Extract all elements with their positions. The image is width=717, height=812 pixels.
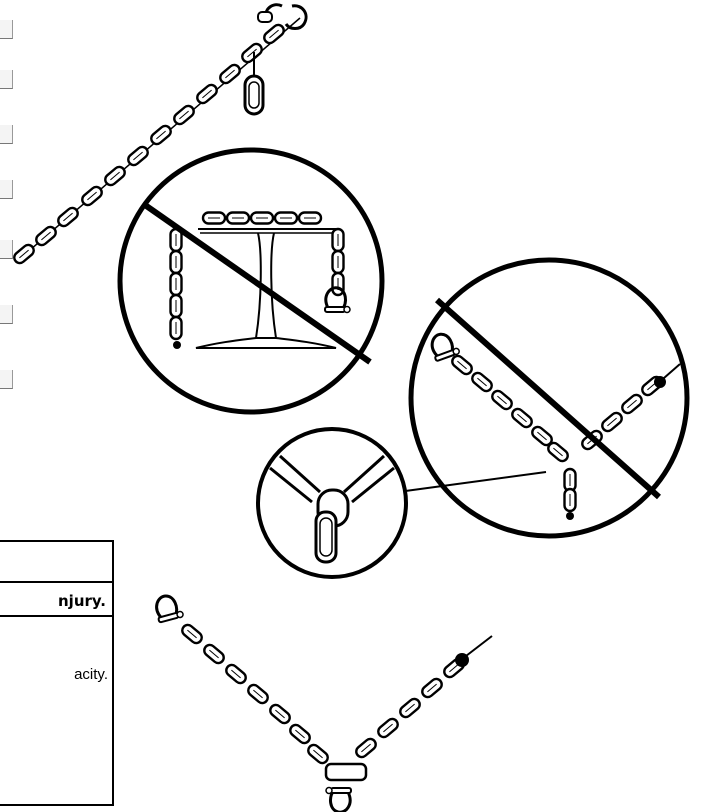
shackle-icon [153, 593, 184, 623]
warning-heading: njury. [58, 592, 106, 610]
warning-body-text: acity. [74, 666, 108, 683]
shackle-icon [326, 788, 351, 812]
chain-link [103, 165, 127, 188]
chain-link [80, 185, 104, 208]
chain-link [262, 23, 286, 46]
chain-end-icon [173, 341, 181, 349]
double-leg-sling-illustration [153, 593, 492, 812]
chain-end-icon [566, 512, 574, 520]
hook-icon [258, 5, 306, 29]
chain-link [171, 251, 182, 273]
chain-link [565, 489, 576, 511]
chain-link [56, 206, 80, 229]
chain-link [34, 225, 58, 248]
chain-link [171, 295, 182, 317]
chain-link [306, 743, 330, 766]
chain-link [299, 213, 321, 224]
chain-link [398, 697, 422, 720]
chain-link [12, 243, 36, 266]
chain-link [246, 683, 270, 706]
chain-link [203, 213, 225, 224]
chain-link [333, 251, 344, 273]
warning-box: njury. acity. [0, 540, 114, 806]
master-link-icon [245, 76, 263, 114]
chain-link [126, 145, 150, 168]
chain-link [420, 677, 444, 700]
chain-link [565, 469, 576, 491]
chain-link [268, 703, 292, 726]
chain-link [354, 737, 378, 760]
chain-link [202, 643, 226, 666]
chain-link [195, 83, 219, 106]
chain-link [333, 229, 344, 251]
chain-link [171, 273, 182, 295]
chain-link [224, 663, 248, 686]
prohibited-beam-illustration [120, 150, 382, 412]
chain-link [288, 723, 312, 746]
chain-link [240, 42, 264, 65]
chain-link [275, 213, 297, 224]
chain-link [172, 104, 196, 127]
chain-link [227, 213, 249, 224]
warning-header: njury. [0, 581, 114, 617]
chain-link [149, 124, 173, 147]
chain-link [171, 317, 182, 339]
master-link-icon [326, 764, 366, 780]
chain-link [218, 63, 242, 86]
prohibited-double-leg-illustration [411, 260, 687, 536]
chain-link [180, 623, 204, 646]
chain-link [251, 213, 273, 224]
chain-link [376, 717, 400, 740]
